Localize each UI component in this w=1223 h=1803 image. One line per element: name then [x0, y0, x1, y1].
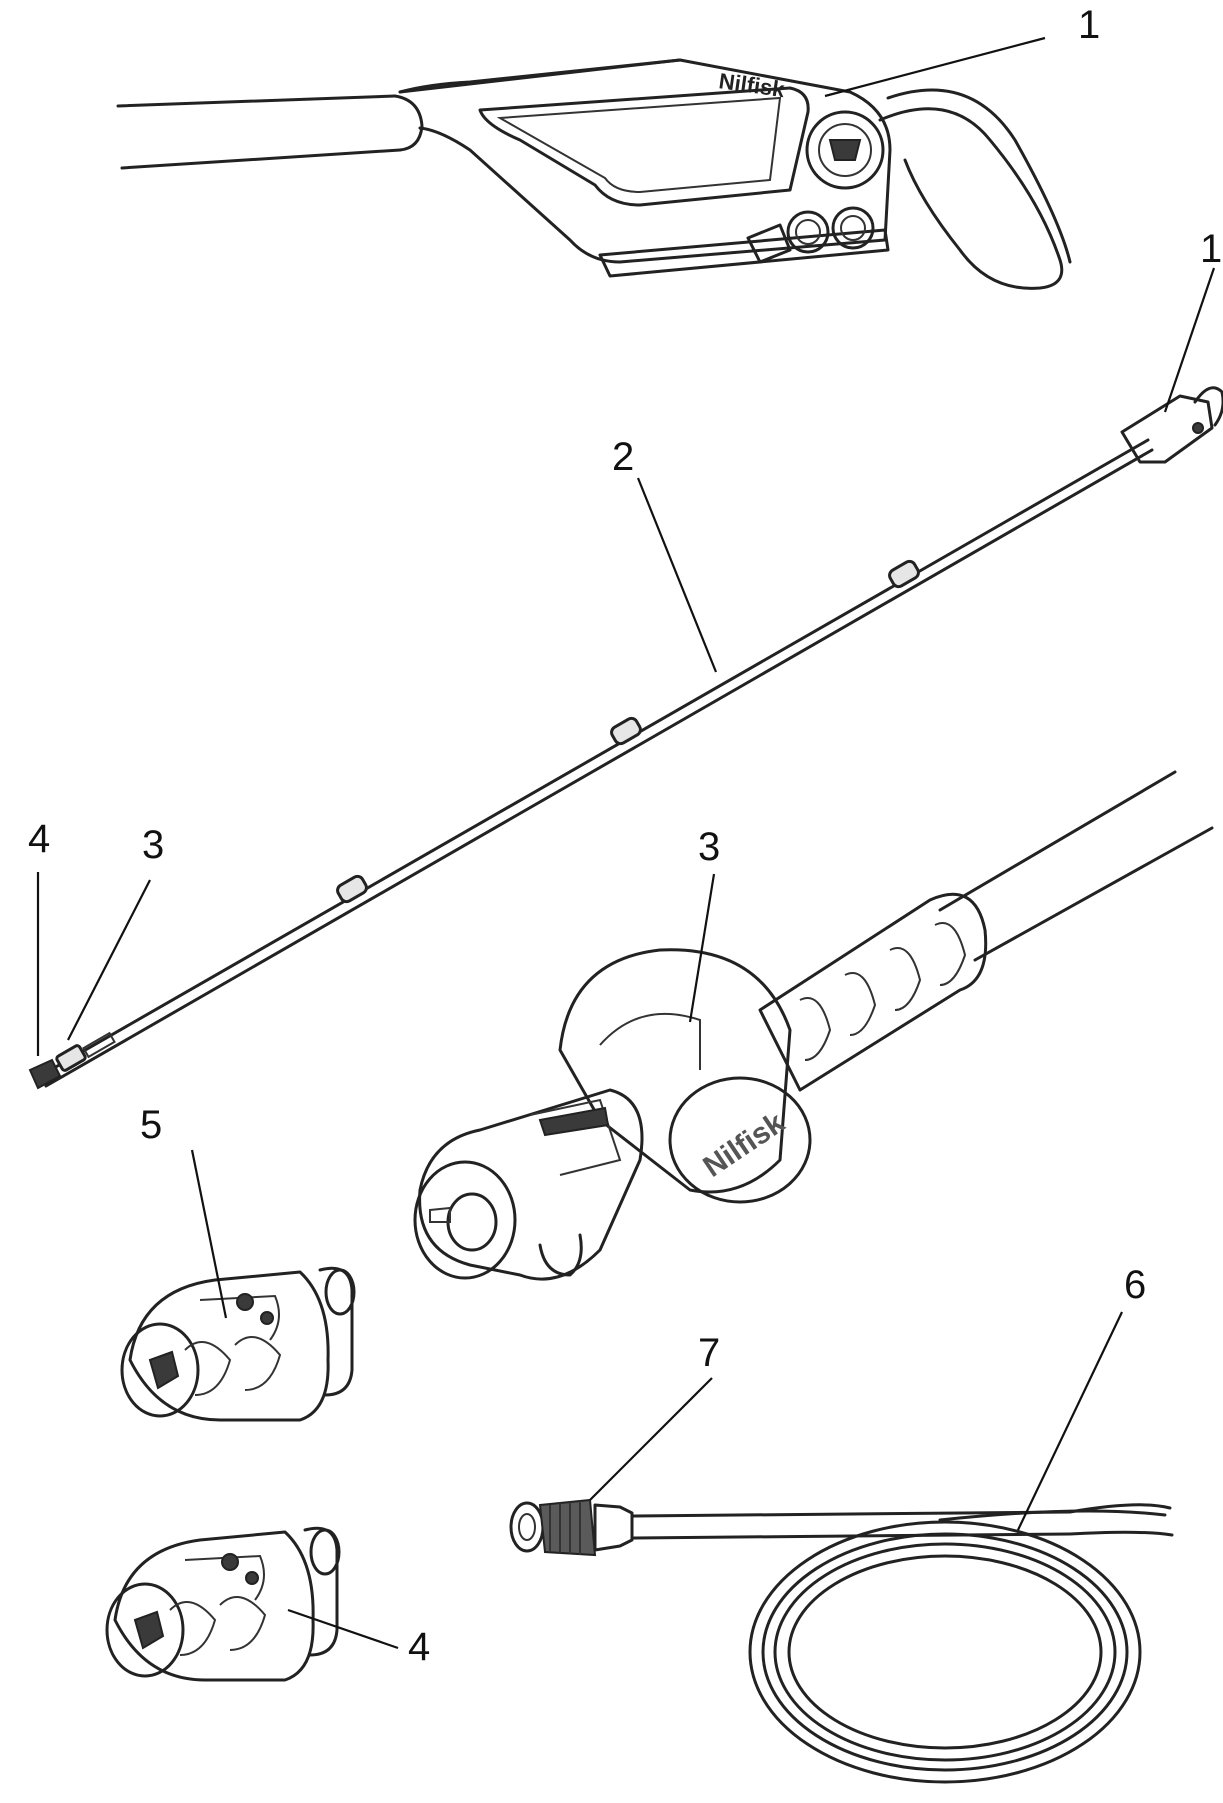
- lance-assembled: [28, 386, 1223, 1090]
- nozzle-5: [120, 1266, 356, 1422]
- lance-nozzle-holder: Nilfisk: [413, 770, 1214, 1281]
- callout-1-gun: 1: [1078, 3, 1100, 47]
- callout-7: 7: [698, 1331, 720, 1375]
- callout-2: 2: [612, 435, 634, 479]
- callout-1-lance: 1: [1200, 227, 1222, 271]
- hose-connector: [509, 1498, 1072, 1557]
- gun-brand-text: Nilfisk: [717, 68, 787, 102]
- callout-3-small: 3: [142, 823, 164, 867]
- callout-6: 6: [1124, 1263, 1146, 1307]
- nozzle-4: [105, 1526, 341, 1682]
- lance-brand-text: Nilfisk: [697, 1106, 790, 1184]
- callout-5: 5: [140, 1103, 162, 1147]
- spray-gun: Nilfisk: [116, 58, 1072, 290]
- hose-coil: [748, 1503, 1174, 1784]
- callout-4-large: 4: [408, 1625, 430, 1669]
- callout-4-small: 4: [28, 817, 50, 861]
- callout-3-large: 3: [698, 825, 720, 869]
